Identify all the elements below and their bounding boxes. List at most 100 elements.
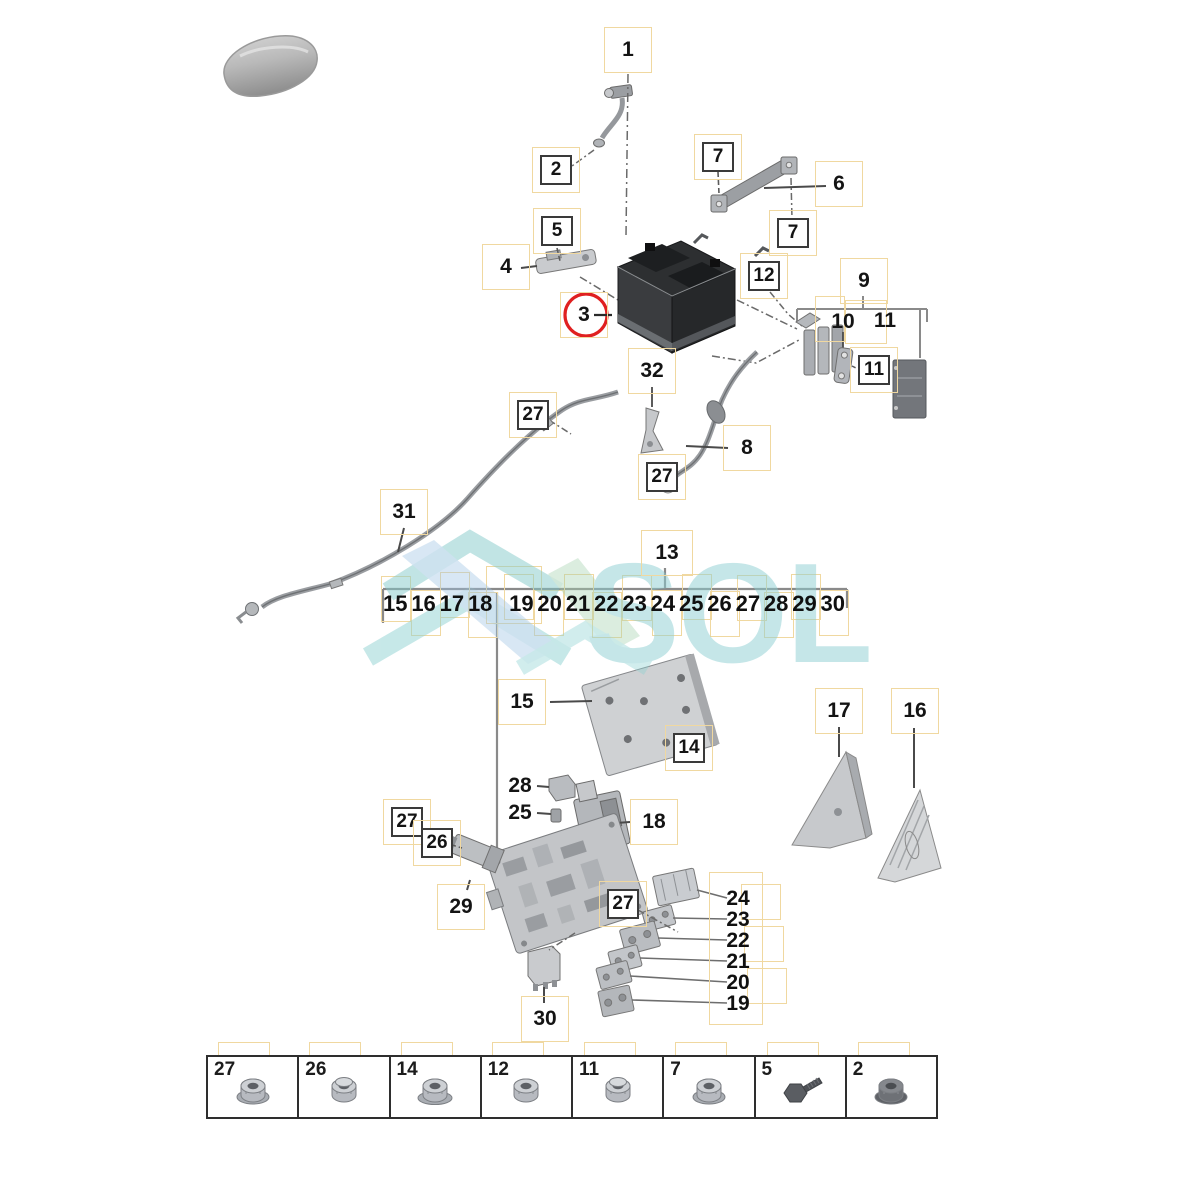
hotspot-box[interactable] xyxy=(622,575,652,621)
callout-30[interactable]: 30 xyxy=(521,996,569,1042)
fuse-label-21[interactable]: 21 xyxy=(726,950,750,973)
hotspot-box[interactable] xyxy=(682,574,712,620)
hotspot-box[interactable] xyxy=(709,872,763,1025)
legend-number[interactable]: 27 xyxy=(214,1059,236,1080)
callout-25[interactable]: 25 xyxy=(508,801,532,824)
callout-27-boxed-c[interactable]: 27 xyxy=(383,799,431,845)
callout-28[interactable]: 28 xyxy=(508,774,532,797)
callout-8[interactable]: 8 xyxy=(723,425,771,471)
legend-cell-5: 5 xyxy=(756,1057,847,1117)
strip-number-17[interactable]: 17 xyxy=(439,591,465,616)
legend-cell-7: 7 xyxy=(664,1057,756,1117)
side-cover-illustration xyxy=(791,727,942,883)
callout-3[interactable]: 3 xyxy=(560,292,608,338)
hotspot-box[interactable] xyxy=(710,591,740,637)
lock-nut-icon xyxy=(594,1069,642,1109)
battery-strap-illustration xyxy=(710,156,798,213)
legend-number[interactable]: 5 xyxy=(761,1059,773,1080)
legend-number[interactable]: 12 xyxy=(487,1059,509,1080)
fastener-legend-table: 27 26 14 12 11 7 5 2 xyxy=(206,1055,938,1119)
hotspot-box[interactable] xyxy=(791,574,821,620)
hex-nut-icon xyxy=(502,1069,550,1109)
hotspot-box[interactable] xyxy=(845,300,887,344)
hotspot-box[interactable] xyxy=(744,926,784,962)
strip-number-23[interactable]: 23 xyxy=(622,591,647,616)
callout-18[interactable]: 18 xyxy=(630,799,678,845)
callout-4[interactable]: 4 xyxy=(482,244,530,290)
callout-1[interactable]: 1 xyxy=(604,27,652,73)
callout-6[interactable]: 6 xyxy=(815,161,863,207)
strip-number-19[interactable]: 19 xyxy=(509,591,534,616)
strip-number-16[interactable]: 16 xyxy=(411,591,436,616)
callout-9[interactable]: 9 xyxy=(840,258,888,304)
fuse-label-23[interactable]: 23 xyxy=(726,908,750,931)
legend-number[interactable]: 14 xyxy=(396,1059,418,1080)
fuse-label-19[interactable]: 19 xyxy=(726,992,750,1015)
fuse-label-24[interactable]: 24 xyxy=(726,887,750,910)
strip-number-15[interactable]: 15 xyxy=(383,591,408,616)
callout-2-boxed[interactable]: 2 xyxy=(532,147,580,193)
hotspot-box[interactable] xyxy=(747,968,787,1004)
strip-number-24[interactable]: 24 xyxy=(650,591,676,616)
fuse-label-20[interactable]: 20 xyxy=(726,971,750,994)
callout-12-boxed[interactable]: 12 xyxy=(740,253,788,299)
callout-10[interactable]: 10 xyxy=(831,310,855,333)
strip-number-25[interactable]: 25 xyxy=(678,591,704,616)
callout-31[interactable]: 31 xyxy=(380,489,428,535)
callout-7-boxed-a[interactable]: 7 xyxy=(694,134,742,180)
legend-cell-14: 14 xyxy=(391,1057,482,1117)
strip-number-22[interactable]: 22 xyxy=(594,591,619,616)
callout-29[interactable]: 29 xyxy=(437,884,485,930)
hotspot-box[interactable] xyxy=(592,592,622,638)
legend-number[interactable]: 7 xyxy=(670,1059,681,1080)
legend-cell-26: 26 xyxy=(299,1057,391,1117)
lock-nut-icon xyxy=(320,1069,368,1109)
hex-bolt-icon xyxy=(776,1069,824,1109)
strip-number-18[interactable]: 18 xyxy=(467,591,493,616)
flange-nut-icon xyxy=(685,1069,733,1109)
legend-cell-2: 2 xyxy=(847,1057,936,1117)
strip-number-26[interactable]: 26 xyxy=(707,591,732,616)
legend-cell-12: 12 xyxy=(482,1057,573,1117)
callout-27-boxed-a[interactable]: 27 xyxy=(509,392,557,438)
flange-nut-icon xyxy=(229,1069,277,1109)
strip-number-30[interactable]: 30 xyxy=(820,591,845,616)
battery-terminal-cable-illustration xyxy=(593,84,633,148)
callout-32[interactable]: 32 xyxy=(628,348,676,394)
callout-11-boxed[interactable]: 11 xyxy=(850,347,898,393)
callout-14-boxed[interactable]: 14 xyxy=(665,725,713,771)
legend-number[interactable]: 11 xyxy=(579,1059,600,1080)
strip-number-28[interactable]: 28 xyxy=(763,591,789,616)
callout-13[interactable]: 13 xyxy=(641,530,693,576)
hotspot-box[interactable] xyxy=(819,590,849,636)
car-silhouette-illustration xyxy=(223,35,318,98)
callout-11[interactable]: 11 xyxy=(873,309,897,332)
callout-26-boxed[interactable]: 26 xyxy=(413,820,461,866)
fuse-parts-illustration xyxy=(595,867,700,1018)
strip-number-27[interactable]: 27 xyxy=(735,591,761,616)
hotspot-box[interactable] xyxy=(815,296,845,342)
fuse-label-22[interactable]: 22 xyxy=(726,929,750,952)
callout-27-boxed-d[interactable]: 27 xyxy=(599,881,647,927)
callout-15[interactable]: 15 xyxy=(498,679,546,725)
hotspot-box[interactable] xyxy=(764,592,794,638)
strip-number-21[interactable]: 21 xyxy=(565,591,591,616)
callout-7-boxed-b[interactable]: 7 xyxy=(769,210,817,256)
hotspot-box[interactable] xyxy=(741,884,781,920)
legend-number[interactable]: 2 xyxy=(852,1059,864,1080)
callout-5-boxed[interactable]: 5 xyxy=(533,208,581,254)
legend-cell-11: 11 xyxy=(573,1057,665,1117)
callout-17[interactable]: 17 xyxy=(815,688,863,734)
strip-number-29[interactable]: 29 xyxy=(792,591,817,616)
hotspot-box[interactable] xyxy=(737,575,767,621)
legend-number[interactable]: 26 xyxy=(305,1059,327,1080)
small-flange-nut-icon xyxy=(411,1069,459,1109)
hotspot-box[interactable] xyxy=(652,590,682,636)
cable-bracket-illustration xyxy=(640,387,664,454)
strip-number-20[interactable]: 20 xyxy=(537,591,562,616)
legend-cell-27: 27 xyxy=(208,1057,300,1117)
callout-27-boxed-b[interactable]: 27 xyxy=(638,454,686,500)
callout-16[interactable]: 16 xyxy=(891,688,939,734)
